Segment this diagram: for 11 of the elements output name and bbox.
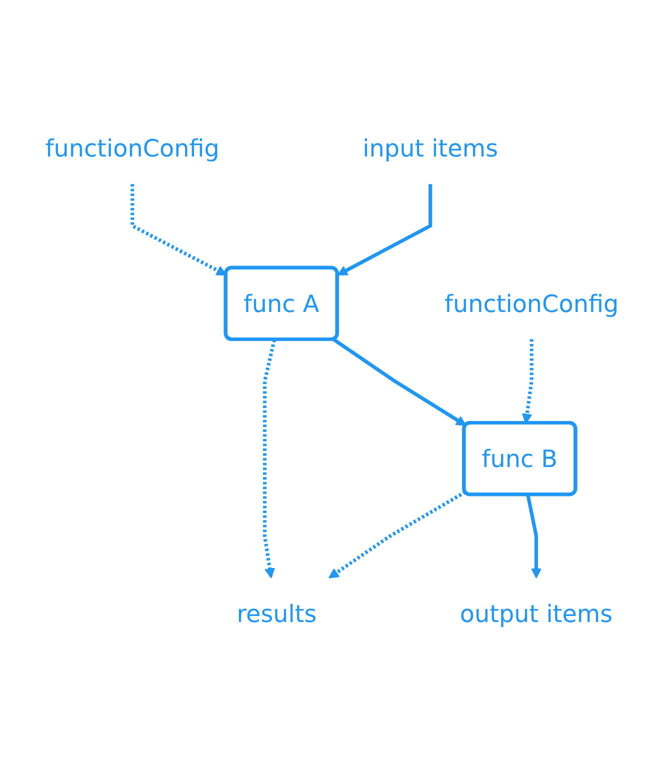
- node-text: results: [236, 599, 317, 628]
- node-text: functionConfig: [444, 289, 619, 318]
- node-text: functionConfig: [45, 134, 220, 163]
- arrow: [526, 494, 542, 578]
- node-text: input items: [362, 134, 498, 163]
- node-text: output items: [460, 599, 613, 628]
- arrow: [332, 338, 466, 426]
- arrow: [328, 490, 466, 578]
- arrow: [130, 184, 227, 276]
- arrow: [337, 184, 432, 276]
- arrow: [262, 339, 276, 578]
